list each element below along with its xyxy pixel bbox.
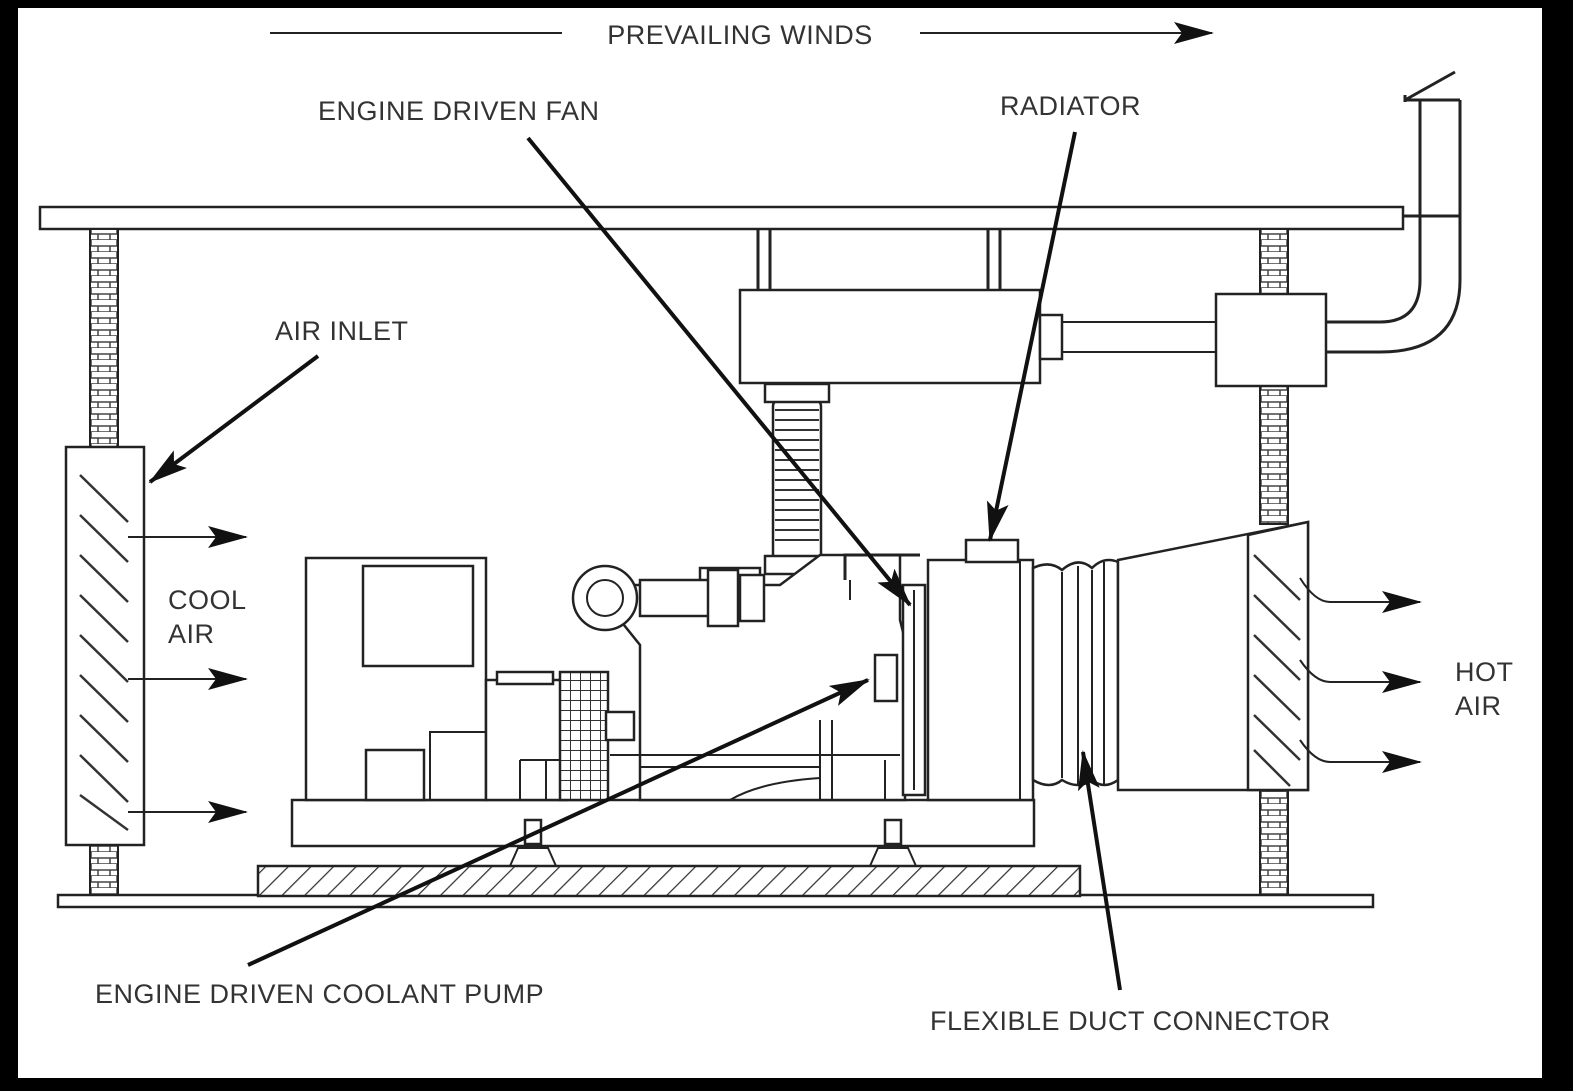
flexible-duct-connector-label: FLEXIBLE DUCT CONNECTOR [930, 1006, 1331, 1036]
hot-air-arrows [1299, 577, 1422, 773]
air-inlet-label: AIR INLET [275, 316, 409, 346]
left-wall-upper [89, 228, 119, 448]
exhaust-silencer [738, 70, 1462, 388]
cool-air-arrows [128, 526, 248, 823]
left-wall-lower [89, 844, 119, 898]
engine-driven-coolant-pump-leader [247, 678, 870, 967]
flexible-duct-connector-leader [1077, 750, 1122, 991]
prevailing-winds-indicator: PREVAILING WINDS [270, 20, 1214, 50]
discharge-duct [1116, 520, 1310, 792]
air-cleaner-grille [558, 670, 610, 802]
turbocharger [571, 564, 639, 632]
air-inlet-louver [64, 445, 146, 847]
roof-slab [38, 205, 1405, 231]
generator-skid [290, 798, 1036, 848]
engine-driven-coolant-pump-label: ENGINE DRIVEN COOLANT PUMP [95, 979, 544, 1009]
cool-air-label-line1: COOL [168, 585, 247, 615]
concrete-pad [256, 864, 1082, 898]
air-inlet-leader [148, 354, 320, 484]
hot-air-label-line2: AIR [1455, 691, 1502, 721]
radiator-cap [964, 538, 1020, 564]
engine-driven-fan-label: ENGINE DRIVEN FAN [318, 96, 600, 126]
radiator-leader [986, 131, 1077, 542]
generator-set [290, 538, 1036, 867]
radiator [926, 558, 1035, 802]
radiator-label: RADIATOR [1000, 91, 1141, 121]
cool-air-label-line2: AIR [168, 619, 215, 649]
alternator [484, 678, 568, 802]
right-wall-lower [1259, 787, 1289, 898]
engine-driven-fan-leader [526, 136, 912, 607]
prevailing-winds-label: PREVAILING WINDS [607, 20, 873, 50]
flexible-duct-connector [1031, 558, 1120, 787]
coolant-pump [873, 653, 899, 703]
hot-air-label-line1: HOT [1455, 657, 1514, 687]
discharge-louver [1253, 554, 1301, 787]
